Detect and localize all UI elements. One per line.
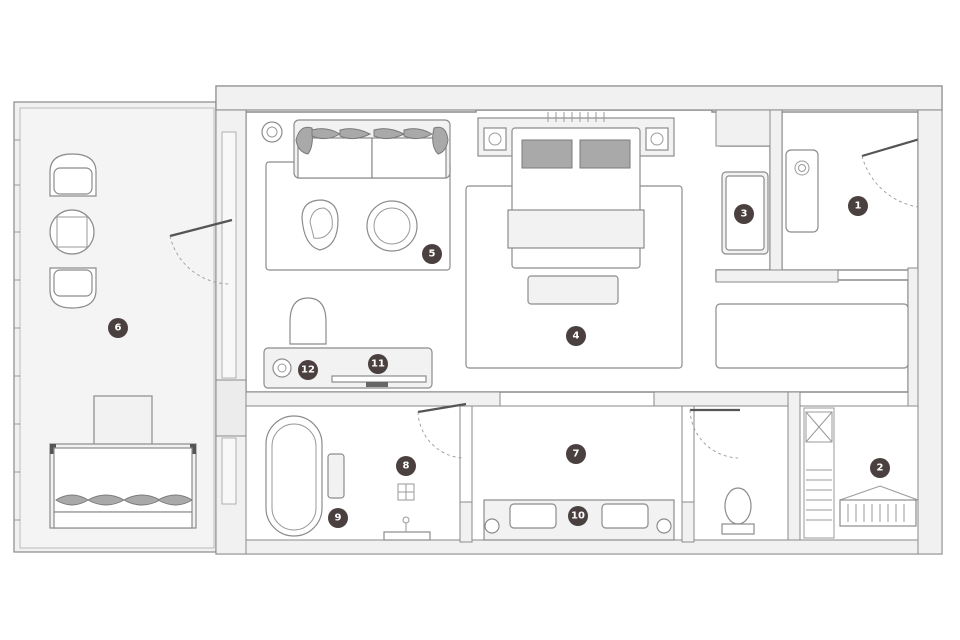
svg-text:11: 11 <box>371 359 385 370</box>
svg-text:9: 9 <box>335 513 342 524</box>
svg-text:3: 3 <box>741 209 748 220</box>
svg-text:4: 4 <box>573 331 580 342</box>
room-marker-10: 10 <box>568 506 588 526</box>
bench <box>715 303 909 369</box>
svg-text:12: 12 <box>301 365 315 376</box>
room-marker-12: 12 <box>298 360 318 380</box>
room-marker-6: 6 <box>108 318 128 338</box>
svg-text:10: 10 <box>571 511 585 522</box>
living-area <box>261 119 451 389</box>
room-marker-11: 11 <box>368 354 388 374</box>
room-marker-2: 2 <box>870 458 890 478</box>
terrace-furniture <box>49 153 197 529</box>
room-marker-3: 3 <box>734 204 754 224</box>
svg-text:7: 7 <box>573 449 580 460</box>
room-marker-1: 1 <box>848 196 868 216</box>
svg-text:5: 5 <box>429 249 436 260</box>
svg-text:6: 6 <box>115 323 122 334</box>
bathroom-door[interactable] <box>417 402 467 414</box>
bed-area <box>465 112 683 369</box>
room-marker-7: 7 <box>566 444 586 464</box>
svg-text:8: 8 <box>403 461 410 472</box>
toilet-room <box>689 405 789 541</box>
room-marker-8: 8 <box>396 456 416 476</box>
bathroom <box>245 402 467 541</box>
terrace-door[interactable] <box>169 218 233 285</box>
svg-text:1: 1 <box>855 201 862 212</box>
svg-text:2: 2 <box>877 463 884 474</box>
interior-walls <box>215 85 943 555</box>
room-marker-9: 9 <box>328 508 348 528</box>
room-marker-5: 5 <box>422 244 442 264</box>
dressing-room <box>781 111 931 271</box>
room-marker-4: 4 <box>566 326 586 346</box>
closet <box>799 405 919 541</box>
